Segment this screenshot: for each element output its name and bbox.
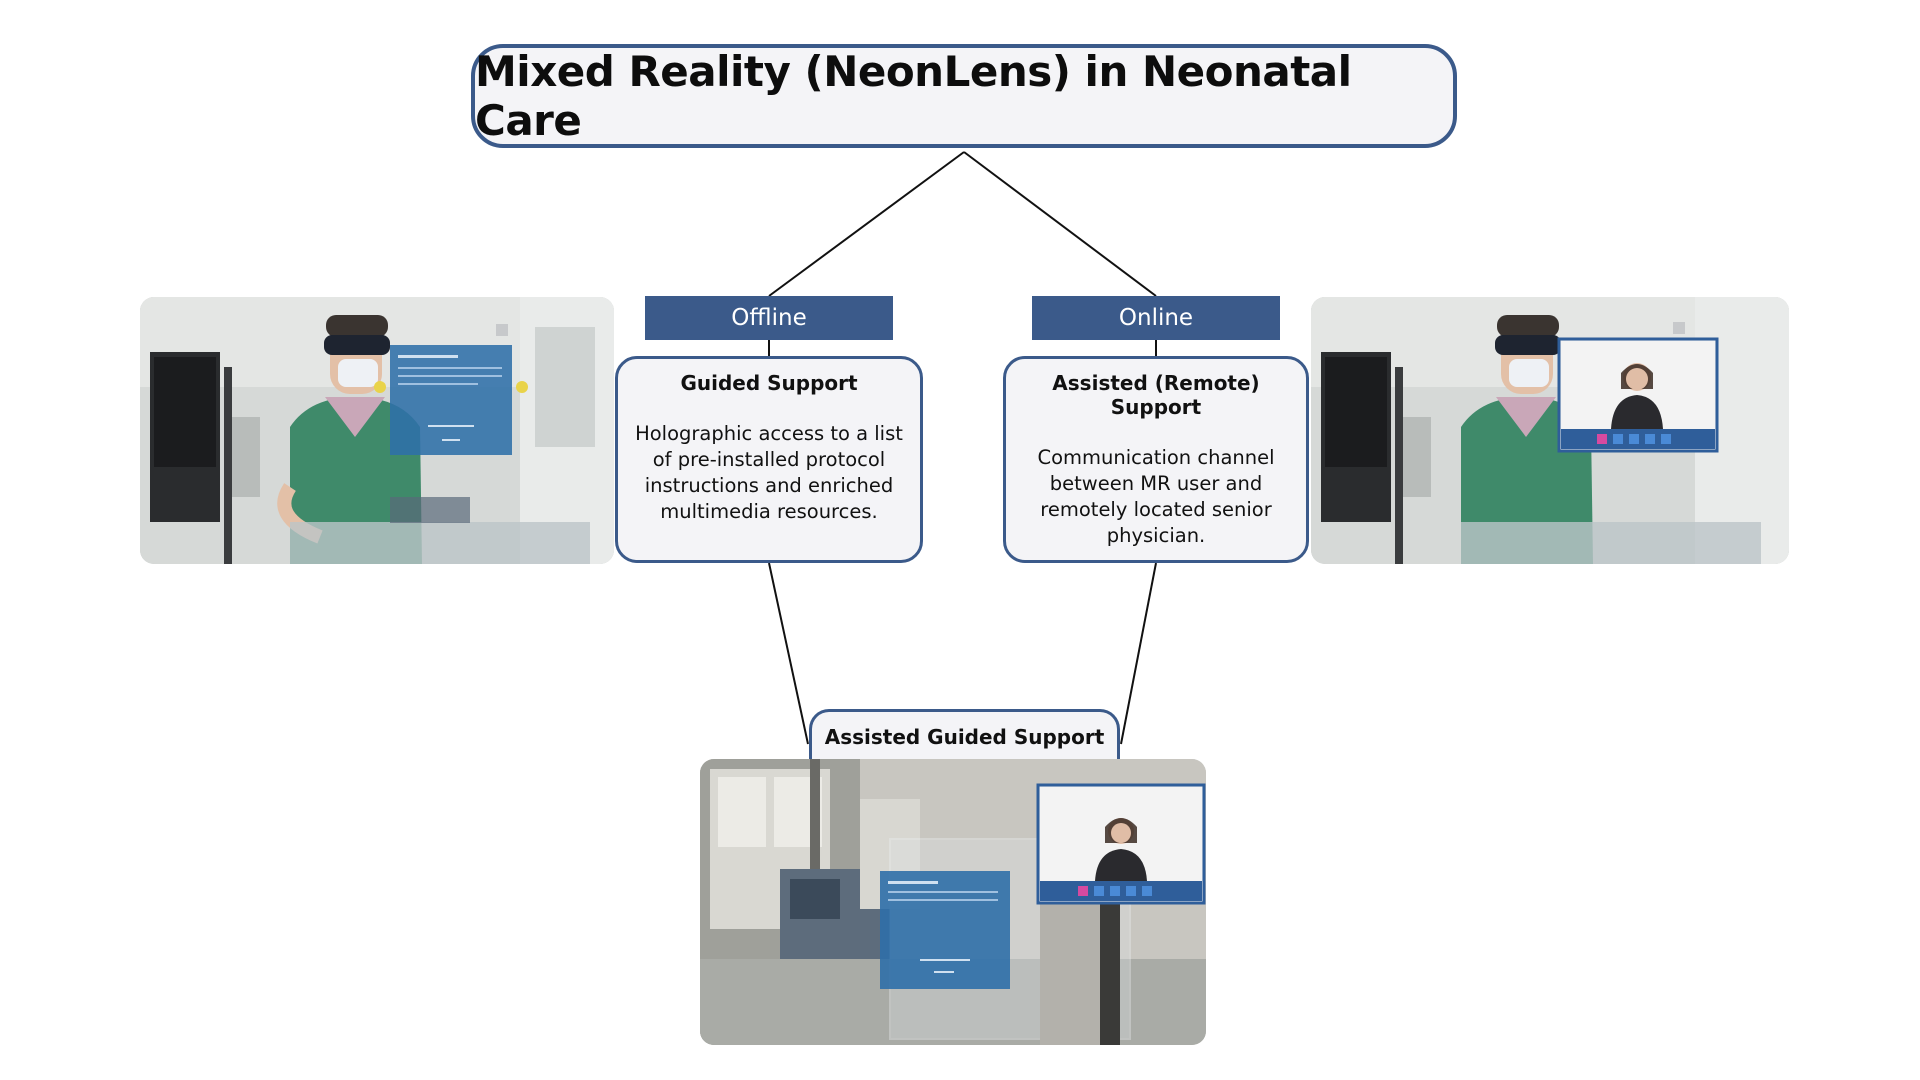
remote-support-description: Communication channel between MR user an… [1037, 446, 1275, 547]
online-remote-photo [1311, 297, 1789, 564]
assisted-guided-support-tab: Assisted Guided Support [809, 709, 1120, 761]
connector-title-online [963, 151, 1157, 297]
offline-tag: Offline [645, 296, 893, 340]
assisted-guided-photo [700, 759, 1206, 1045]
diagram-title-box: Mixed Reality (NeonLens) in Neonatal Car… [471, 44, 1457, 148]
guided-support-description: Holographic access to a list of pre-inst… [635, 422, 903, 523]
diagram-title: Mixed Reality (NeonLens) in Neonatal Car… [475, 47, 1352, 145]
connector-guided-combined [768, 562, 809, 745]
assisted-guided-support-heading: Assisted Guided Support [824, 724, 1105, 749]
connector-title-offline [768, 151, 965, 297]
remote-support-heading: Assisted (Remote) Support [1052, 371, 1260, 419]
guided-support-heading: Guided Support [680, 371, 858, 395]
remote-support-card: Assisted (Remote) Support Communication … [1003, 356, 1309, 563]
online-tag: Online [1032, 296, 1280, 340]
connector-remote-combined [1120, 562, 1157, 745]
guided-support-card: Guided Support Holographic access to a l… [615, 356, 923, 563]
offline-guided-photo [140, 297, 614, 564]
